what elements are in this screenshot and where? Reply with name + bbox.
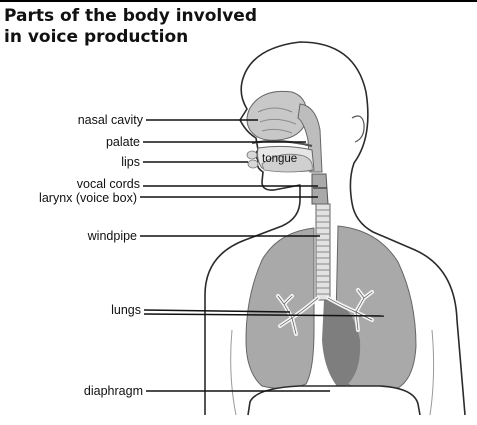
- label-palate: palate: [106, 135, 140, 149]
- label-diaphragm: diaphragm: [84, 384, 143, 398]
- label-lungs: lungs: [111, 303, 141, 317]
- label-tongue: tongue: [262, 153, 297, 165]
- larynx-shape: [312, 174, 328, 204]
- label-vocal-cords: vocal cords: [77, 177, 140, 191]
- lower-lip: [248, 160, 258, 168]
- windpipe-shape: [316, 204, 330, 300]
- label-windpipe: windpipe: [87, 229, 137, 243]
- label-nasal-cavity: nasal cavity: [78, 113, 144, 127]
- label-larynx: larynx (voice box): [39, 191, 137, 205]
- upper-lip: [247, 151, 257, 159]
- label-lips: lips: [121, 155, 140, 169]
